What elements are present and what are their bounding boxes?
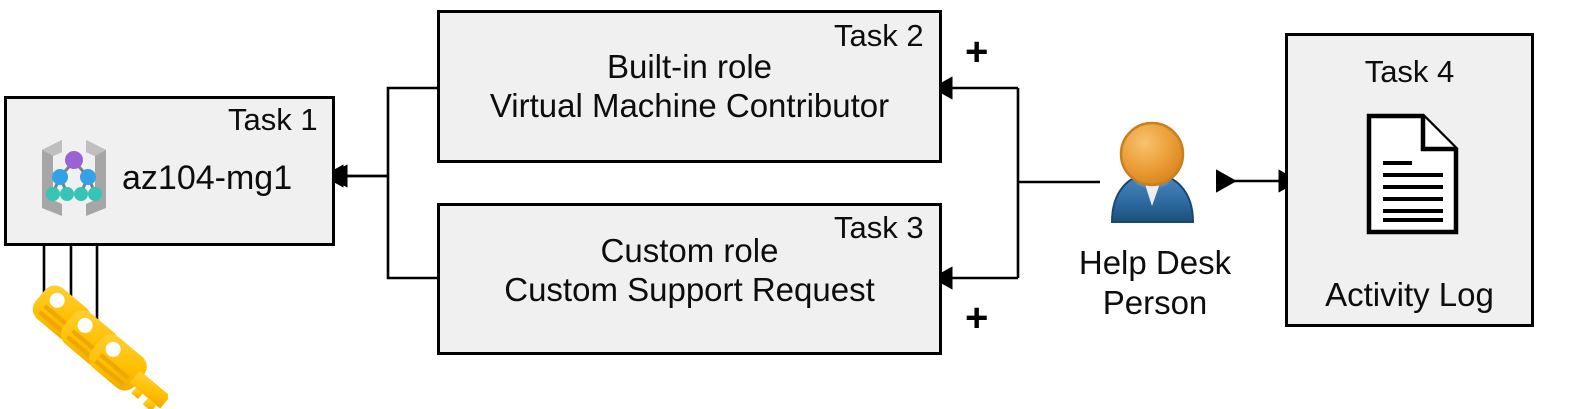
plus-operator-bottom: +	[965, 296, 989, 340]
task1-tag: Task 1	[228, 102, 318, 137]
person-label-line2: Person	[1102, 284, 1208, 321]
task2-tag: Task 2	[834, 18, 924, 53]
task3-line1: Custom role	[600, 232, 779, 269]
task3-line2: Custom Support Request	[504, 271, 875, 308]
document-icon	[1365, 112, 1460, 236]
task2-line2: Virtual Machine Contributor	[489, 87, 890, 124]
person-icon	[1100, 118, 1205, 226]
task1-label: az104-mg1	[122, 159, 293, 197]
task2-line1: Built-in role	[606, 48, 773, 85]
task4-tag: Task 4	[1364, 54, 1455, 89]
person-label-line1: Help Desk	[1078, 244, 1232, 281]
task3-tag: Task 3	[834, 210, 924, 245]
plus-operator-top: +	[965, 30, 989, 74]
connector-roles-to-mg	[326, 86, 437, 280]
task2-box[interactable]	[437, 10, 942, 163]
task3-box[interactable]	[437, 203, 942, 355]
key-icon-3	[76, 334, 171, 409]
management-group-icon	[28, 134, 120, 218]
task4-label: Activity Log	[1325, 276, 1494, 313]
